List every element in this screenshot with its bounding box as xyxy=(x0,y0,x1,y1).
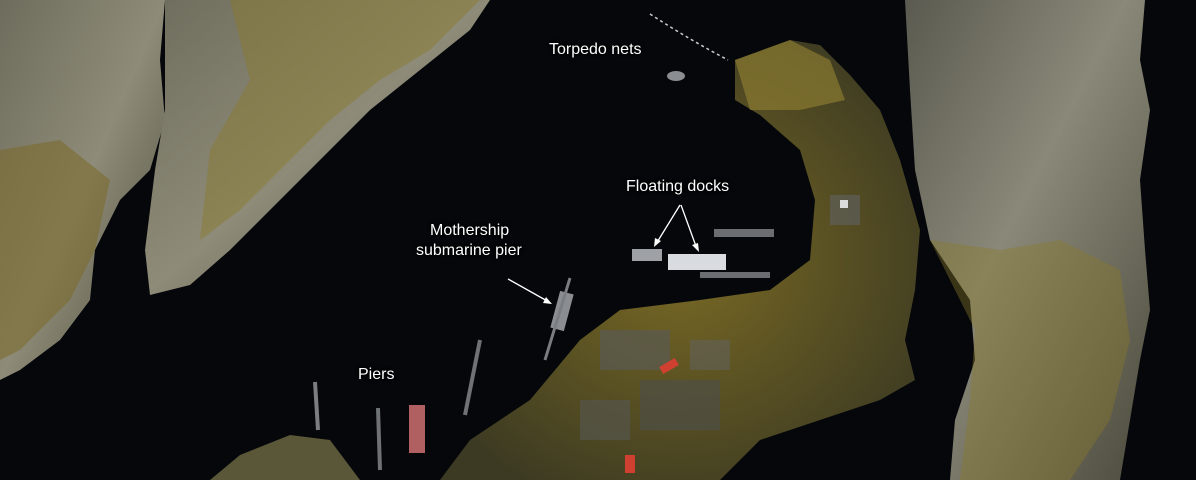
annotation-arrows xyxy=(507,204,699,304)
right-cliff-vegetation xyxy=(930,240,1130,480)
label-torpedo-nets: Torpedo nets xyxy=(549,41,642,58)
central-ridge xyxy=(145,0,490,295)
southwest-shore xyxy=(210,435,360,480)
small-vessel xyxy=(667,71,685,81)
label-floating-docks: Floating docks xyxy=(626,178,730,195)
right-cliff xyxy=(905,0,1150,480)
settlement xyxy=(580,195,860,473)
label-mothership-line1: Mothership xyxy=(430,222,510,239)
piers xyxy=(313,339,482,471)
floating-docks xyxy=(632,229,774,278)
central-ridge-vegetation xyxy=(200,0,480,240)
northern-point xyxy=(735,40,845,110)
label-piers: Piers xyxy=(358,366,395,383)
base-peninsula xyxy=(440,40,920,480)
left-cliff-vegetation xyxy=(0,140,110,360)
label-mothership-line2: submarine pier xyxy=(416,242,522,259)
mothership-pier xyxy=(543,277,574,361)
